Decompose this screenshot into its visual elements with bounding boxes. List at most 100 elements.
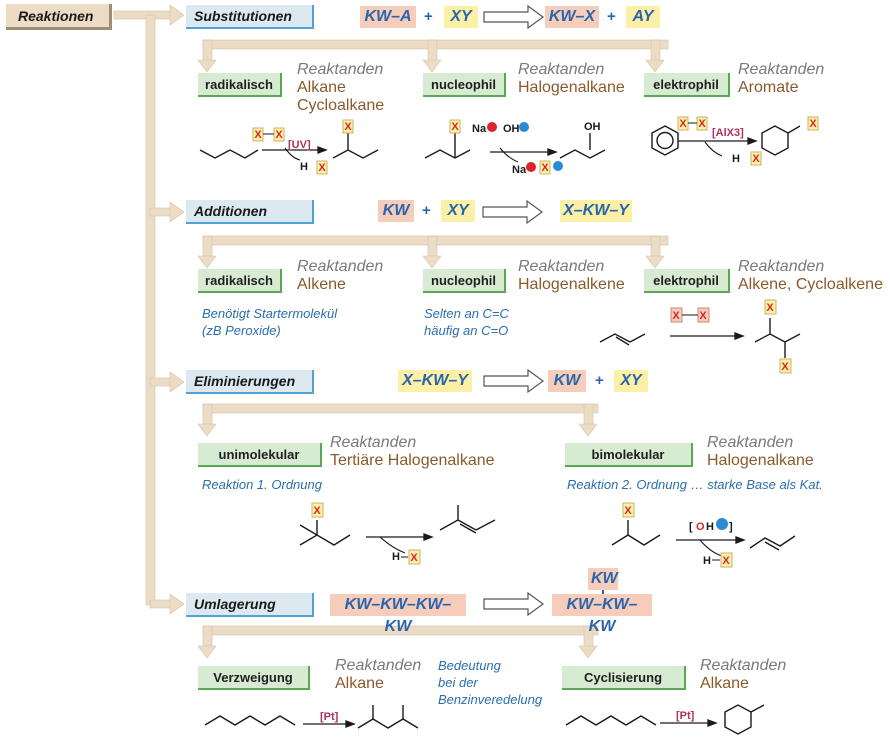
halogen-x-icon: X	[342, 119, 354, 134]
negative-charge-icon	[519, 122, 529, 132]
halogen-x-icon: X	[697, 307, 710, 323]
note-line: Reaktion 2. Ordnung … starke Base als Ka…	[567, 477, 823, 492]
mechanism-label: nucleophil	[431, 272, 496, 288]
halogen-x-icon: X	[807, 116, 819, 131]
reactants-block: Reaktanden Alkane	[335, 657, 421, 693]
equation-token: AY	[626, 6, 660, 28]
note-petrol-refining: Bedeutung bei der Benzinveredelung	[438, 657, 542, 708]
reactant: Halogenalkane	[518, 79, 625, 96]
svg-text:[Pt]: [Pt]	[320, 711, 339, 723]
svg-text:X: X	[451, 121, 459, 133]
halogen-x-icon: X	[720, 552, 733, 568]
halogen-x-icon: X	[764, 299, 777, 315]
svg-text:H: H	[732, 153, 740, 165]
reactants-heading: Reaktanden	[518, 258, 605, 275]
mechanism-bimolecular: bimolekular	[565, 443, 693, 467]
svg-text:X: X	[275, 129, 283, 141]
reactants-heading: Reaktanden	[297, 258, 384, 275]
svg-text:[: [	[689, 521, 693, 533]
reactants-heading: Reaktanden	[738, 61, 825, 78]
svg-text:X: X	[672, 310, 680, 322]
section-title: Eliminierungen	[194, 373, 296, 389]
haloalkane-skeleton	[424, 149, 471, 159]
note-line: Benzinveredelung	[438, 692, 543, 707]
heptane-skeleton	[204, 715, 296, 726]
butene-skeleton	[599, 333, 646, 343]
mechanism-radical: radikalisch	[198, 269, 282, 293]
svg-text:X: X	[699, 310, 707, 322]
reactants-heading: Reaktanden	[297, 61, 384, 78]
note-line: Bedeutung	[438, 658, 501, 673]
equation-token: KW–KW–KW	[552, 594, 652, 635]
halogen-x-icon: X	[779, 358, 792, 374]
note-line: häufig an C=O	[424, 323, 509, 338]
svg-text:X: X	[624, 505, 632, 517]
svg-text:H: H	[706, 521, 714, 533]
section-substitution-box: Substitutionen	[186, 5, 314, 29]
equation-token: KW–X	[545, 6, 599, 28]
reactants-heading: Reaktanden	[518, 61, 605, 78]
equation-token: XY	[444, 6, 478, 28]
sec-haloalkane-skeleton	[611, 534, 661, 546]
mechanism-electrophilic: elektrophil	[644, 73, 730, 97]
reactants-heading: Reaktanden	[707, 434, 794, 451]
reactants-block: Reaktanden Halogenalkane	[707, 434, 814, 470]
equation-token: XY	[614, 370, 648, 392]
equation-token: KW	[548, 370, 586, 392]
equation-operator: +	[595, 372, 604, 389]
mechanism-unimolecular: unimolekular	[198, 443, 322, 467]
equation-token: XY	[441, 200, 475, 222]
mechanism-label: radikalisch	[205, 76, 273, 92]
halogen-x-icon: X	[539, 160, 551, 175]
negative-charge-icon	[553, 161, 563, 171]
dihalobutane-skeleton	[754, 333, 801, 343]
reactant: Alkane	[297, 79, 346, 96]
butane-product-skeleton	[332, 149, 379, 159]
svg-text:X: X	[781, 361, 789, 373]
reactant: Cycloalkane	[297, 97, 385, 114]
section-title: Additionen	[194, 203, 268, 219]
note-line: Selten an C=C	[424, 306, 509, 321]
alcohol-skeleton	[559, 149, 606, 159]
mechanism-label: bimolekular	[591, 446, 665, 462]
equation-operator: +	[607, 8, 616, 25]
tert-haloalkane-skeleton	[299, 534, 351, 546]
mechanism-label: nucleophil	[431, 76, 496, 92]
branch-bond-line	[602, 590, 604, 596]
mechanism-label: elektrophil	[653, 76, 719, 92]
reactant: Alkene	[297, 276, 346, 293]
section-elimination-box: Eliminierungen	[186, 370, 314, 394]
reactants-block: Reaktanden Alkene	[297, 258, 383, 294]
halogen-x-icon: X	[252, 127, 264, 142]
equation-operator: +	[424, 8, 433, 25]
svg-text:X: X	[410, 552, 418, 564]
positive-charge-icon	[526, 162, 536, 172]
equation-token: KW–A	[360, 6, 416, 28]
halogen-x-icon: X	[622, 502, 635, 518]
svg-text:O: O	[696, 521, 705, 533]
note-e1: Reaktion 1. Ordnung	[202, 476, 322, 493]
svg-text:X: X	[809, 118, 817, 130]
section-rearrangement-box: Umlagerung	[186, 593, 314, 617]
halogen-x-icon: X	[750, 151, 762, 166]
alkene-product-e1	[439, 505, 459, 531]
svg-text:X: X	[344, 121, 352, 133]
svg-text:[AlX3]: [AlX3]	[712, 127, 744, 139]
reactant: Aromate	[738, 79, 799, 96]
mechanism-label: Verzweigung	[213, 669, 293, 685]
svg-text:]: ]	[729, 521, 733, 533]
reactant: Tertiäre Halogenalkane	[330, 452, 495, 469]
section-addition-box: Additionen	[186, 200, 314, 224]
svg-text:X: X	[313, 505, 321, 517]
reactants-block: Reaktanden Aromate	[738, 61, 824, 97]
reactant: Alkane	[335, 675, 384, 692]
halogen-x-icon: X	[273, 127, 285, 142]
svg-text:OH: OH	[503, 123, 520, 135]
note-e2: Reaktion 2. Ordnung … starke Base als Ka…	[567, 476, 823, 493]
svg-text:H: H	[703, 555, 711, 567]
alkene-product-e2	[749, 535, 796, 549]
svg-text:X: X	[722, 555, 730, 567]
svg-text:[Pt]: [Pt]	[676, 710, 695, 722]
